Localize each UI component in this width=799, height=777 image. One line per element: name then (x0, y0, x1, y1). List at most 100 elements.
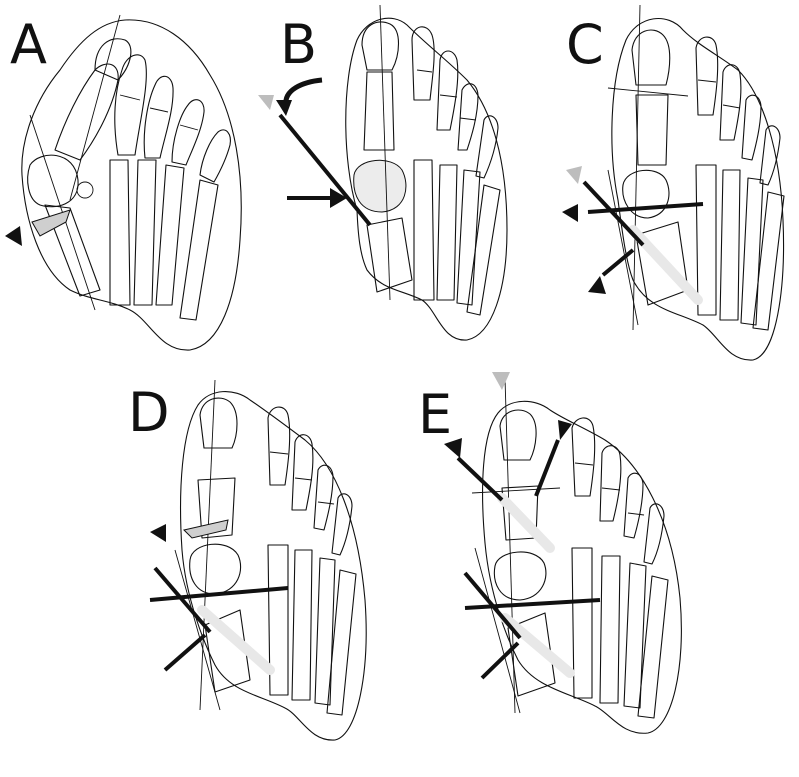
hallux-phalanx (363, 71, 395, 151)
phalanx-wire-right (534, 439, 560, 497)
second-metatarsal (571, 547, 593, 699)
fifth-toe (331, 493, 353, 556)
joint-line (601, 487, 621, 491)
first-metatarsal (507, 612, 556, 697)
rotation-arrowhead (276, 100, 292, 116)
osteotomy-line-phalanx (607, 87, 689, 97)
second-metatarsal (695, 164, 717, 316)
fourth-toe (457, 83, 479, 151)
hallux-distal (199, 397, 238, 449)
fourth-metatarsal (155, 164, 185, 306)
foot-outline (482, 400, 682, 734)
third-metatarsal (599, 555, 621, 704)
osteotomy-line-phalanx (471, 487, 561, 494)
joint-line (627, 512, 645, 516)
axis-line (199, 379, 216, 711)
osteotomy-wire (278, 113, 372, 227)
third-toe (599, 445, 622, 522)
translated-band (500, 613, 575, 678)
arrowhead-gray (492, 372, 510, 390)
phalanx-wire-left (456, 456, 504, 502)
hallux-distal (631, 29, 671, 86)
osteotomy-wire (582, 180, 645, 247)
hallux-distal (361, 21, 400, 71)
fourth-metatarsal (740, 177, 764, 326)
hallux-distal (499, 409, 537, 461)
arrowhead-black (5, 226, 22, 246)
fifth-toe (759, 125, 781, 186)
panel-a: A (0, 0, 260, 360)
joint-line (697, 79, 717, 83)
fixation-wire (163, 633, 207, 672)
arrowhead-black (558, 420, 572, 440)
panel-label-e: E (418, 383, 452, 446)
axis-line-phalanx (69, 14, 121, 201)
first-metatarsal-head (189, 543, 242, 595)
osteotomy-wedge (183, 519, 229, 539)
first-metatarsal (44, 204, 101, 297)
axis-line-2 (174, 549, 221, 711)
axis-line (379, 4, 391, 301)
translated-band-phalanx (497, 493, 555, 553)
third-metatarsal (291, 549, 313, 701)
second-metatarsal (109, 159, 131, 306)
hallux-phalanx (635, 94, 669, 166)
joint-line (294, 477, 313, 481)
third-metatarsal (436, 164, 458, 301)
hallux-phalanx (197, 477, 236, 539)
fifth-metatarsal (179, 179, 219, 321)
panel-label-a: A (10, 13, 47, 76)
arrowhead-black (444, 438, 462, 458)
fifth-metatarsal (326, 569, 357, 716)
joint-line (574, 462, 594, 466)
fourth-metatarsal (314, 557, 336, 706)
axis-line (504, 377, 516, 714)
fixation-wire (601, 248, 635, 277)
joint-line (119, 94, 141, 101)
push-arrowhead (330, 188, 347, 208)
second-toe (411, 26, 435, 101)
fourth-toe (741, 94, 762, 161)
second-metatarsal (267, 544, 289, 696)
second-toe (695, 36, 719, 116)
second-toe (267, 406, 291, 486)
third-toe (291, 434, 314, 511)
transverse-wire (587, 202, 704, 214)
foot-diagram-d (149, 379, 367, 741)
translated-band (628, 225, 703, 305)
third-metatarsal (719, 169, 741, 321)
arrowhead-black (562, 204, 578, 222)
joint-line (722, 104, 741, 109)
panel-d: D (120, 370, 410, 770)
first-metatarsal-head (493, 551, 547, 601)
foot-outline (21, 19, 242, 351)
osteotomy-wire (153, 566, 212, 634)
fourth-toe (623, 472, 644, 539)
arrowhead-gray (258, 95, 274, 110)
joint-line (459, 117, 477, 121)
foot-diagram-c (562, 4, 785, 361)
fourth-toe (313, 464, 334, 531)
fourth-toe (171, 99, 205, 166)
joint-line (269, 451, 289, 455)
translated-band (197, 605, 275, 675)
panel-label-c: C (566, 13, 604, 76)
second-toe (571, 417, 596, 497)
panel-label-b: B (280, 13, 317, 76)
joint-line (416, 69, 433, 73)
foot-diagram-a (5, 14, 242, 351)
first-metatarsal-head (353, 159, 407, 213)
foot-outline (180, 391, 367, 741)
second-metatarsal (413, 159, 435, 301)
joint-line (439, 94, 458, 98)
fourth-metatarsal (456, 169, 481, 306)
panel-b: B (258, 0, 532, 360)
osteotomy-wedge (31, 209, 71, 237)
joint-line (149, 107, 169, 113)
arrowhead-gray (566, 166, 582, 184)
third-metatarsal (133, 159, 157, 306)
joint-line (179, 124, 199, 131)
fifth-toe (643, 503, 665, 565)
axis-line (632, 4, 641, 331)
sesamoid (76, 181, 94, 199)
